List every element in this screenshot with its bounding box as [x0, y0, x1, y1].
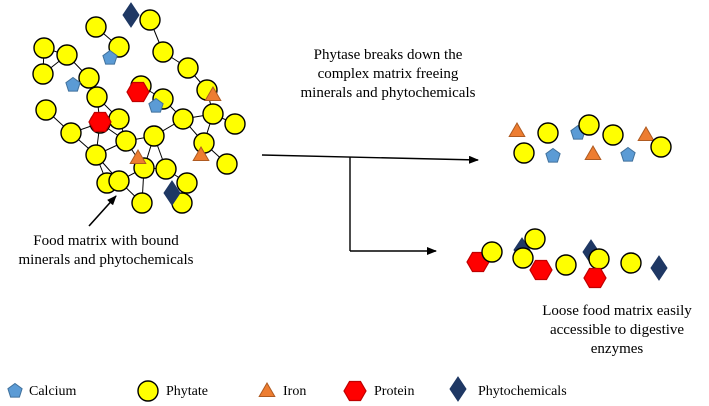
iron-triangle — [637, 126, 655, 141]
phytate-circle — [650, 136, 672, 158]
loose-line-2: accessible to digestive — [549, 322, 685, 338]
legend-label-phytochemicals: Phytochemicals — [478, 384, 567, 399]
phytate-circle — [602, 124, 624, 146]
food-line-1: Food matrix with bound — [33, 233, 179, 249]
circle-icon — [137, 380, 159, 402]
iron-triangle — [204, 86, 222, 101]
phytate-circle — [108, 36, 130, 58]
loose-line-1: Loose food matrix easily — [542, 303, 692, 319]
phytate-circle — [78, 67, 100, 89]
phytate-circle — [139, 9, 161, 31]
phytate-circle — [56, 44, 78, 66]
phytate-circle — [33, 37, 55, 59]
process-arrows — [88, 154, 479, 255]
calcium-pentagon — [65, 76, 81, 92]
phytate-circle — [85, 16, 107, 38]
phytate-circle — [143, 125, 165, 147]
phytate-circle — [108, 108, 130, 130]
legend-label-protein: Protein — [374, 384, 415, 399]
phytate-circle — [115, 130, 137, 152]
calcium-pentagon — [620, 146, 636, 162]
calcium-pentagon — [148, 97, 164, 113]
phytate-circle — [588, 248, 610, 270]
process-line-1: Phytase breaks down the — [313, 47, 463, 63]
phytate-circle — [481, 241, 503, 263]
pointer-arrow — [88, 195, 117, 227]
phytate-circle — [155, 158, 177, 180]
hexagon-icon — [343, 380, 367, 402]
phytate-circle — [202, 103, 224, 125]
triangle-icon — [258, 382, 276, 397]
phytate-circle — [32, 63, 54, 85]
legend-label-phytate: Phytate — [166, 384, 208, 399]
phytate-circle — [524, 228, 546, 250]
phytate-circle — [86, 86, 108, 108]
phytate-circle — [172, 108, 194, 130]
legend-icons — [7, 376, 467, 402]
process-description: Phytase breaks down the complex matrix f… — [288, 46, 488, 103]
phytate-circle — [216, 153, 238, 175]
process-line-3: minerals and phytochemicals — [300, 85, 476, 101]
protein-hexagon — [583, 267, 607, 289]
matrix-nodes — [32, 2, 246, 214]
diamond-icon — [449, 376, 467, 402]
loose-line-3: enzymes — [590, 341, 644, 357]
legend-label-iron: Iron — [283, 384, 307, 399]
phytochemical-diamond — [163, 180, 181, 206]
phytate-circle — [512, 247, 534, 269]
phytate-circle — [555, 254, 577, 276]
phytate-circle — [620, 252, 642, 274]
phytate-circle — [193, 132, 215, 154]
food-matrix-caption: Food matrix with bound minerals and phyt… — [0, 232, 212, 270]
phytate-circle — [131, 192, 153, 214]
calcium-pentagon — [102, 49, 118, 65]
loose-matrix-molecules — [466, 228, 668, 289]
phytate-circle — [85, 144, 107, 166]
phytate-circle — [177, 57, 199, 79]
phytochemical-diamond — [122, 2, 140, 28]
release-arrow — [261, 154, 479, 164]
pentagon-icon — [7, 382, 23, 398]
phytate-circle — [513, 142, 535, 164]
iron-triangle — [508, 122, 526, 137]
phytate-circle — [176, 172, 198, 194]
food-line-2: minerals and phytochemicals — [18, 252, 194, 268]
protein-hexagon — [126, 81, 150, 103]
freed-molecules — [508, 114, 672, 164]
phytate-circle — [35, 99, 57, 121]
protein-hexagon — [529, 259, 553, 281]
phytate-circle — [537, 122, 559, 144]
phytochemical-diamond — [650, 255, 668, 281]
iron-triangle — [584, 145, 602, 160]
phytate-circle — [578, 114, 600, 136]
phytate-circle — [152, 41, 174, 63]
phytate-circle — [60, 122, 82, 144]
phytate-circle — [224, 113, 246, 135]
phytate-circle — [108, 170, 130, 192]
process-line-2: complex matrix freeing — [317, 66, 459, 82]
iron-triangle — [129, 149, 147, 164]
legend-label-calcium: Calcium — [29, 384, 77, 399]
calcium-pentagon — [545, 147, 561, 163]
protein-hexagon — [88, 111, 112, 133]
iron-triangle — [192, 146, 210, 161]
loose-matrix-caption: Loose food matrix easily accessible to d… — [523, 302, 709, 359]
